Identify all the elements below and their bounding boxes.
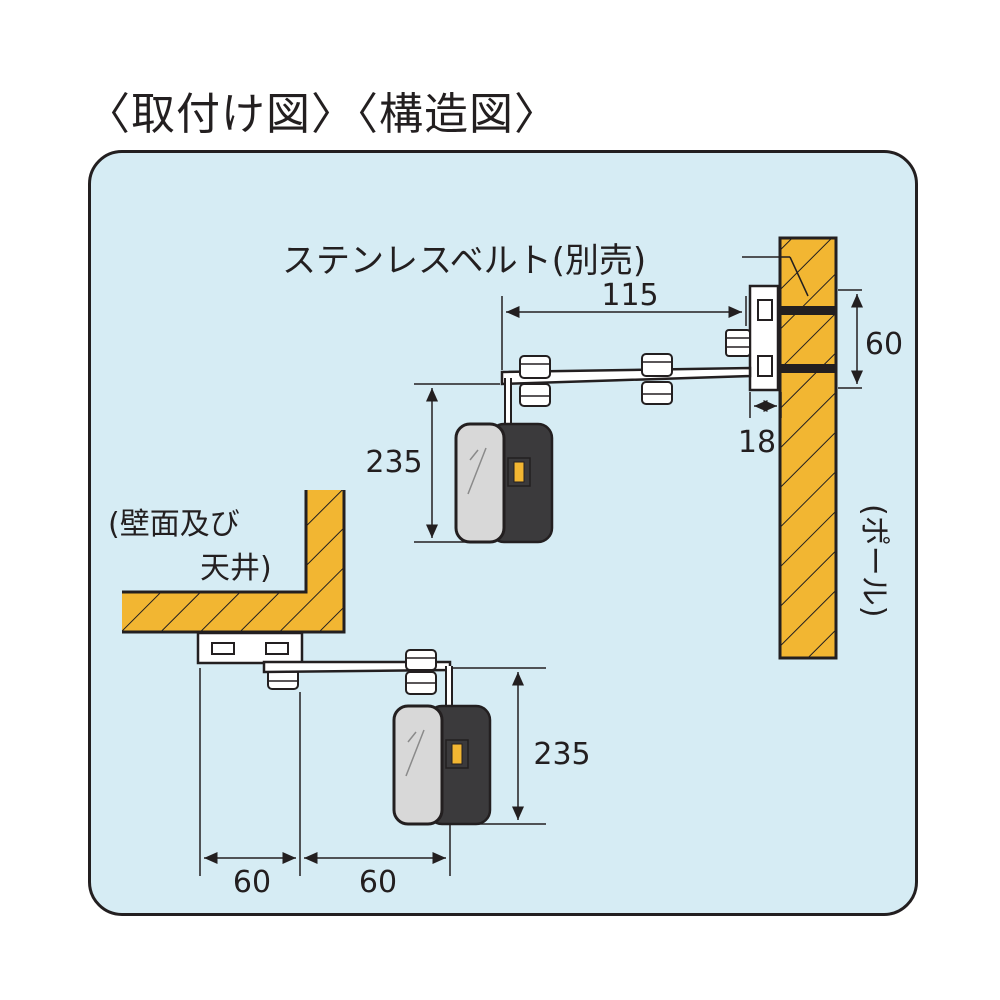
dim-pole-offset: 18 [738,425,776,460]
pole-arm [500,353,752,440]
pole-mirror [454,422,554,544]
pole-label: (ポール) [856,504,891,617]
pole [778,236,838,660]
wall-label-line2: 天井) [200,551,272,586]
pole-bracket [725,284,780,392]
dim-pole-mirror-height: 235 [365,445,422,480]
dim-belt-spacing: 60 [865,327,903,362]
dim-pole-arm-length: 115 [601,278,658,313]
dim-ceiling-arm-length: 60 [359,865,397,900]
wall-label-line1: (壁面及び [108,507,240,542]
belt-label: ステンレスベルト(別売) [282,241,646,281]
wall-ceiling [122,490,346,634]
ceiling-mirror [392,704,492,826]
page-title: 〈取付け図〉〈構造図〉 [86,89,559,140]
dim-ceiling-mirror-height: 235 [533,737,590,772]
dim-ceiling-bracket-width: 60 [233,865,271,900]
dimension-lines [199,289,863,876]
stainless-belt [742,256,836,373]
